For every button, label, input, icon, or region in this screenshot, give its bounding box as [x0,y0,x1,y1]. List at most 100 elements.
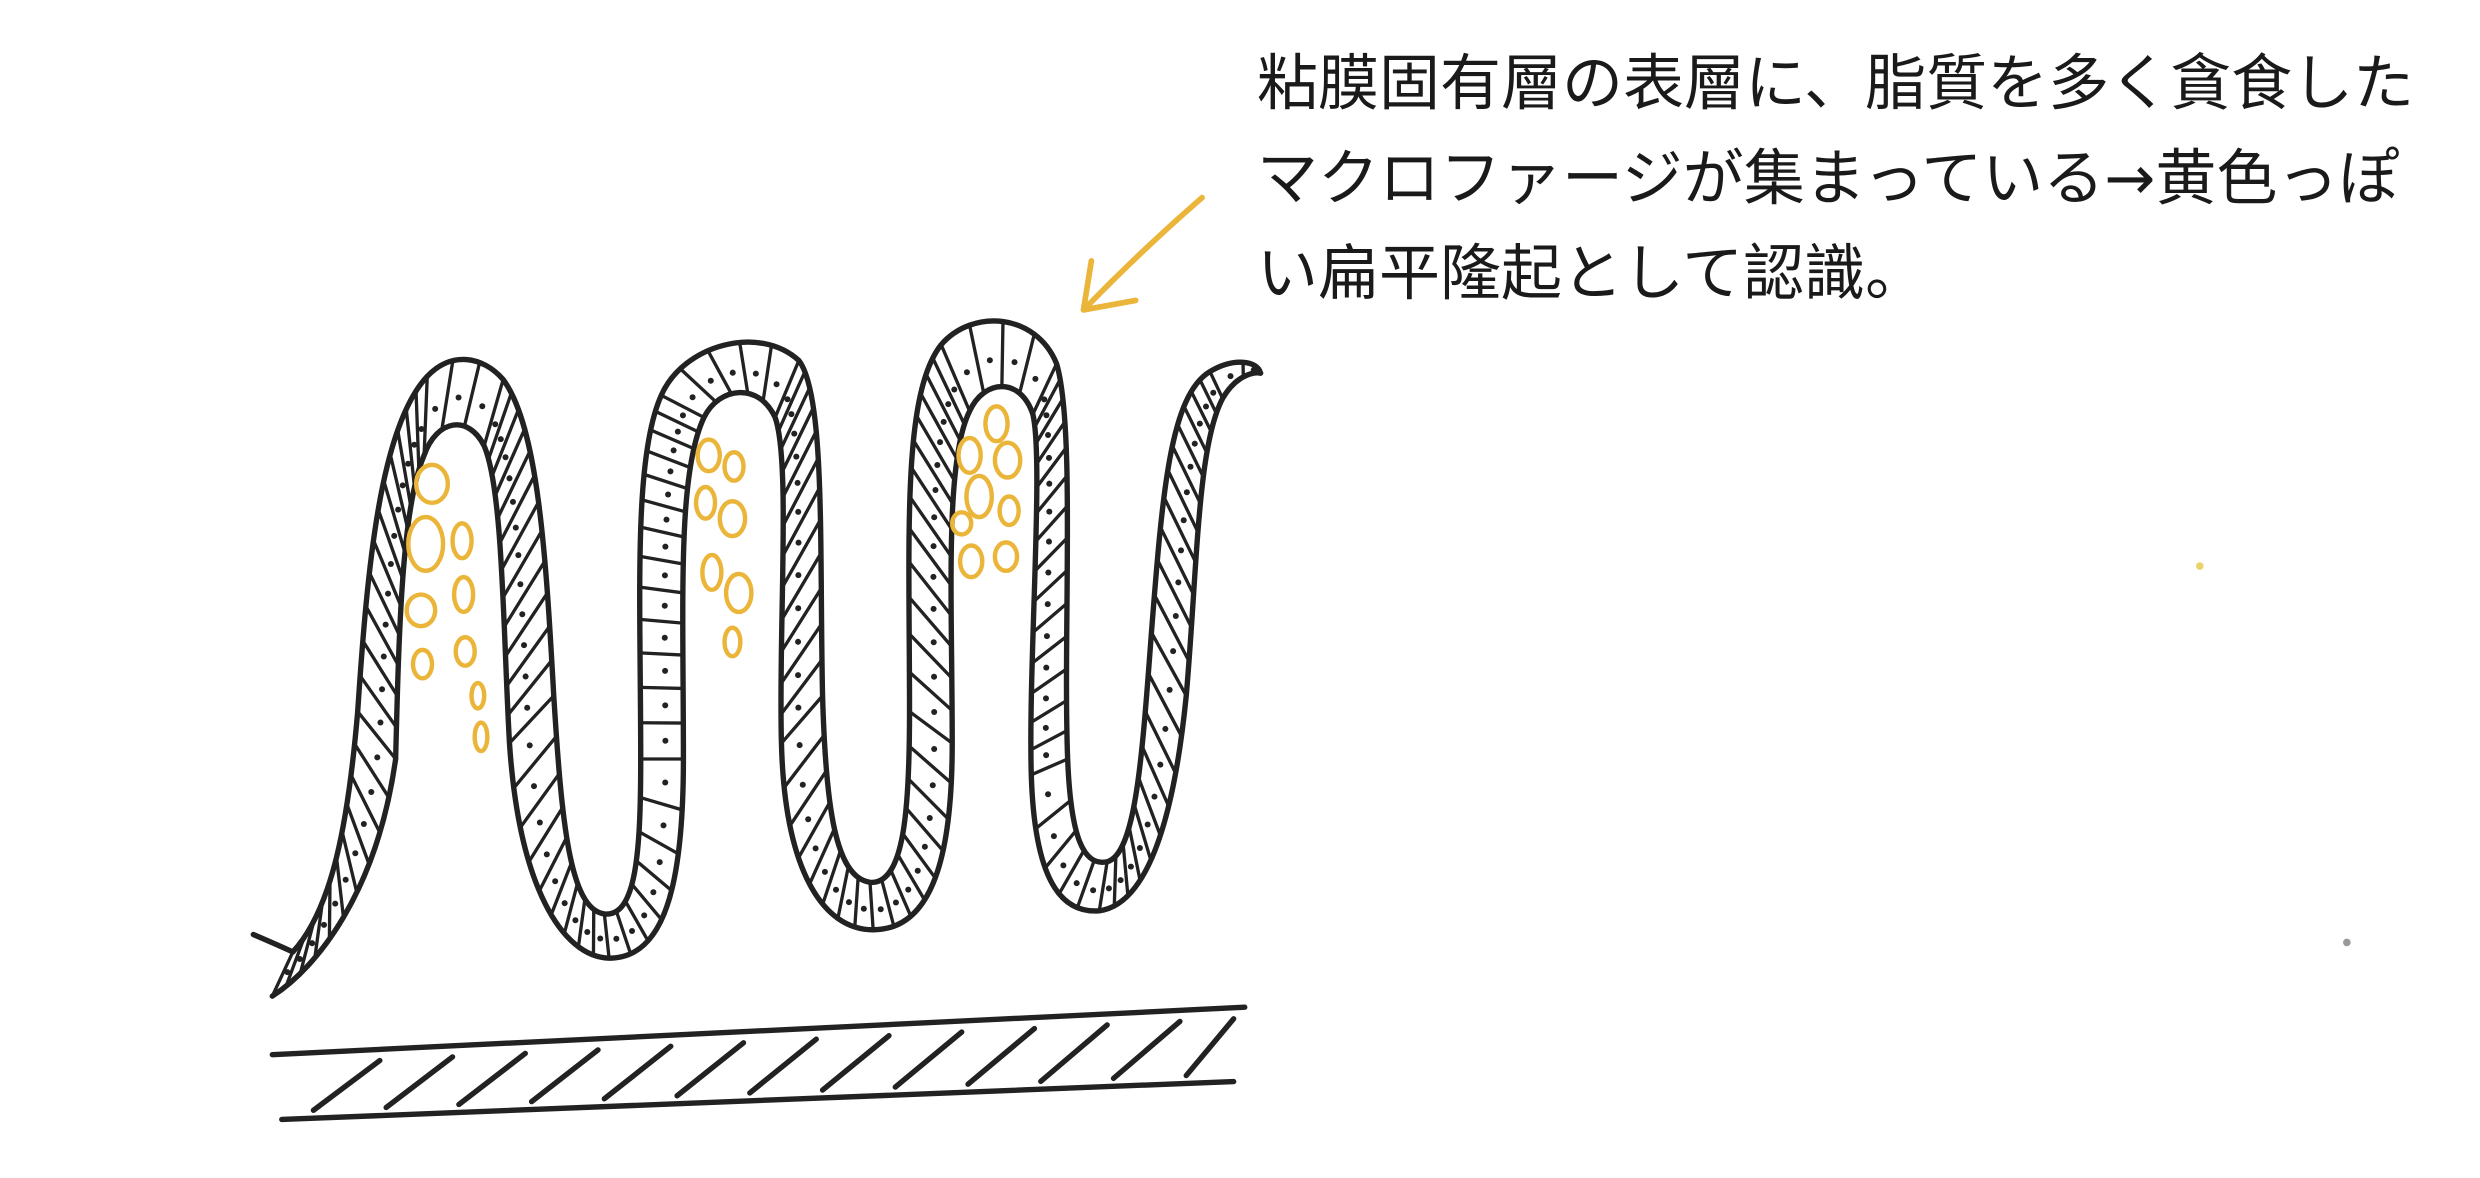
cell-nucleus [931,746,938,753]
macrophage [950,510,974,537]
cell-border [1034,504,1069,543]
cell-border [889,868,913,918]
cell-border [1162,495,1198,565]
cell-nucleus [1050,833,1057,840]
hatch-line [383,1054,456,1111]
cell-border [1017,332,1036,396]
cell-nucleus [689,394,696,401]
macrophage [413,462,451,506]
cell-border [1029,729,1069,752]
macrophage [410,647,435,681]
cell-nucleus [1175,579,1182,586]
cell-border [880,878,896,928]
cell-nucleus [1032,375,1039,382]
cell-border [614,909,633,956]
cell-nucleus [455,394,462,401]
cell-border [1198,378,1218,415]
hatch-line [310,1057,383,1114]
cell-border [836,864,850,921]
cell-border [908,495,953,559]
macrophage [453,635,477,668]
cell-border [653,409,700,434]
cell-nucleus [1127,863,1134,870]
cell-border [1030,634,1069,665]
cell-border [512,734,559,790]
cell-nucleus [1144,821,1151,828]
cell-nucleus [660,822,667,829]
cell-nucleus [794,479,801,486]
cell-border [388,452,410,531]
cell-border [505,624,552,688]
cell-border [414,389,421,472]
cell-border [924,372,962,443]
cell-nucleus [411,441,418,448]
cell-nucleus [951,386,958,393]
cell-border [907,670,954,713]
cell-border [738,340,750,395]
cell-nucleus [795,539,802,546]
cell-nucleus [1202,403,1210,410]
cell-nucleus [332,900,339,907]
cell-nucleus [521,642,528,649]
cell-nucleus [1178,547,1185,554]
cell-border [911,438,955,506]
macrophage [992,540,1020,574]
cell-nucleus [309,940,316,947]
cell-border [901,832,937,880]
cell-nucleus [641,912,648,919]
cell-nucleus [773,381,780,388]
cell-nucleus [1073,880,1080,887]
cell-nucleus [945,401,952,408]
cell-border [907,595,954,648]
cell-nucleus [374,754,381,761]
cell-nucleus [929,782,936,789]
cell-nucleus [679,412,686,419]
cell-border [637,830,681,856]
cell-nucleus [597,935,604,942]
hatch-line [1110,1018,1183,1082]
cell-nucleus [892,899,899,906]
cell-nucleus [752,370,759,377]
cell-border [659,393,706,420]
macrophage [722,450,746,483]
cell-nucleus [1151,793,1158,800]
cell-nucleus [524,704,531,711]
cell-nucleus [418,425,425,432]
cell-border [939,343,972,413]
macrophage [406,514,446,574]
cell-border [507,694,556,745]
cell-nucleus [795,638,802,645]
cell-nucleus [382,621,389,628]
cell-nucleus [1043,633,1050,640]
hatch-line [892,1029,965,1090]
macrophage [992,440,1023,480]
cell-nucleus [1187,463,1194,470]
cell-border [602,912,611,960]
cell-border [353,742,391,800]
cell-nucleus [1044,601,1051,608]
cell-border [779,586,823,654]
cell-nucleus [368,789,375,796]
cell-border [270,950,295,998]
cell-nucleus [1042,695,1049,702]
cell-border [496,449,532,520]
cell-border [1034,798,1073,831]
cell-nucleus [1162,725,1169,732]
cell-border [1140,744,1171,808]
cell-nucleus [1043,412,1050,419]
cell-border [1097,860,1109,913]
cell-nucleus [930,573,937,580]
cell-border [780,518,823,589]
cell-nucleus [656,859,663,866]
cell-border [549,861,574,917]
cell-nucleus [940,418,947,425]
muscularis-top-line [269,1004,1248,1058]
arrow-shaft [1082,194,1205,312]
cell-border [1031,601,1069,634]
cell-border [506,658,554,717]
cell-border [638,651,685,657]
cell-border [1034,397,1065,446]
cell-border [298,919,316,976]
cell-nucleus [543,851,550,858]
